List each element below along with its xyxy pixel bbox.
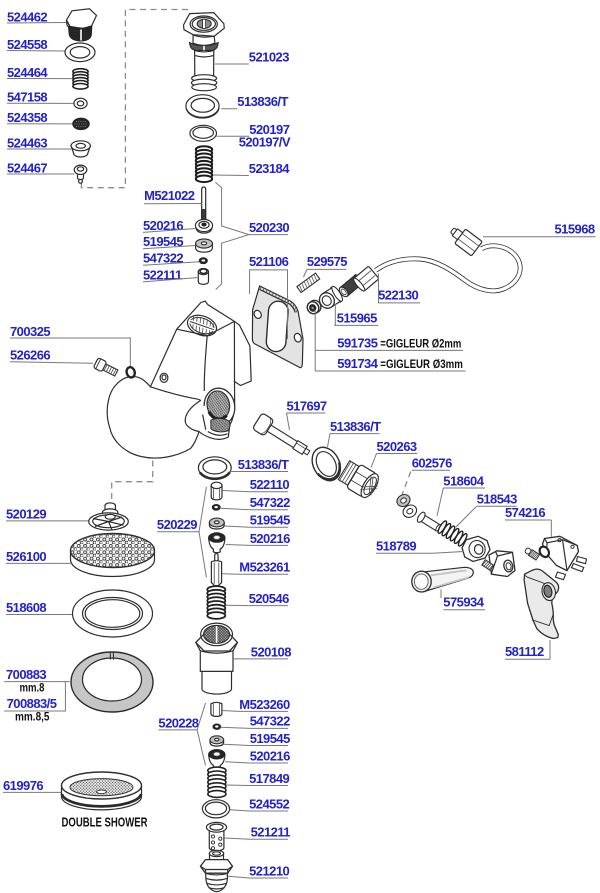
svg-text:517697: 517697 xyxy=(287,398,327,413)
svg-text:519545: 519545 xyxy=(250,731,290,746)
svg-text:519545: 519545 xyxy=(250,513,290,528)
svg-text:524467: 524467 xyxy=(7,160,47,175)
svg-text:547158: 547158 xyxy=(7,90,47,105)
svg-text:520197/V: 520197/V xyxy=(239,134,291,149)
svg-text:522110: 522110 xyxy=(250,477,290,492)
svg-text:520263: 520263 xyxy=(377,439,417,454)
svg-text:574216: 574216 xyxy=(505,505,545,520)
svg-text:520108: 520108 xyxy=(251,644,291,659)
svg-text:524462: 524462 xyxy=(7,9,47,24)
svg-text:521106: 521106 xyxy=(249,254,289,269)
svg-text:M523261: M523261 xyxy=(239,560,290,575)
svg-text:518604: 518604 xyxy=(443,473,484,488)
svg-text:518543: 518543 xyxy=(477,491,517,506)
svg-text:515968: 515968 xyxy=(555,221,595,236)
svg-text:591734: 591734 xyxy=(337,356,378,371)
svg-text:700883: 700883 xyxy=(6,667,46,682)
svg-text:520216: 520216 xyxy=(143,218,183,233)
svg-text:529575: 529575 xyxy=(307,254,347,269)
svg-text:520197: 520197 xyxy=(249,122,289,137)
svg-text:520129: 520129 xyxy=(6,506,46,521)
svg-text:DOUBLE SHOWER: DOUBLE SHOWER xyxy=(62,815,148,829)
svg-text:520230: 520230 xyxy=(249,220,289,235)
svg-text:523184: 523184 xyxy=(249,161,290,176)
svg-text:521023: 521023 xyxy=(249,49,289,64)
svg-text:520229: 520229 xyxy=(157,517,197,532)
svg-text:700883/5: 700883/5 xyxy=(7,696,57,711)
svg-text:602576: 602576 xyxy=(412,456,452,471)
svg-text:524358: 524358 xyxy=(7,110,47,125)
svg-text:526266: 526266 xyxy=(10,348,50,363)
svg-text:575934: 575934 xyxy=(443,595,484,610)
svg-text:547322: 547322 xyxy=(250,714,290,729)
svg-text:547322: 547322 xyxy=(250,495,290,510)
svg-text:515965: 515965 xyxy=(337,311,377,326)
svg-text:518608: 518608 xyxy=(6,600,46,615)
svg-text:524463: 524463 xyxy=(7,135,47,150)
svg-text:520216: 520216 xyxy=(250,531,290,546)
svg-text:513836/T: 513836/T xyxy=(237,94,288,109)
svg-text:522130: 522130 xyxy=(378,288,418,303)
svg-text:526100: 526100 xyxy=(6,549,46,564)
svg-text:619976: 619976 xyxy=(3,778,43,793)
svg-text:591735: 591735 xyxy=(337,335,377,350)
svg-text:520216: 520216 xyxy=(250,748,290,763)
svg-text:700325: 700325 xyxy=(10,324,50,339)
svg-text:mm.8: mm.8 xyxy=(20,680,45,694)
svg-text:517849: 517849 xyxy=(249,771,289,786)
svg-text:M521022: M521022 xyxy=(144,188,195,203)
svg-text:524552: 524552 xyxy=(249,796,289,811)
svg-text:521211: 521211 xyxy=(251,825,291,840)
svg-text:519545: 519545 xyxy=(143,234,183,249)
svg-text:521210: 521210 xyxy=(249,863,289,878)
svg-text:547322: 547322 xyxy=(143,251,183,266)
svg-text:=GIGLEUR Ø2mm: =GIGLEUR Ø2mm xyxy=(380,336,461,350)
svg-text:520228: 520228 xyxy=(158,715,198,730)
svg-text:524558: 524558 xyxy=(7,37,47,52)
svg-text:581112: 581112 xyxy=(505,644,544,659)
svg-text:mm.8,5: mm.8,5 xyxy=(15,710,50,724)
svg-text:518789: 518789 xyxy=(376,538,416,553)
svg-text:524464: 524464 xyxy=(7,65,48,80)
svg-text:522111: 522111 xyxy=(143,267,182,282)
svg-text:513836/T: 513836/T xyxy=(238,457,289,472)
svg-text:513836/T: 513836/T xyxy=(330,419,381,434)
svg-text:=GIGLEUR Ø3mm: =GIGLEUR Ø3mm xyxy=(380,357,463,371)
svg-text:M523260: M523260 xyxy=(239,697,290,712)
svg-text:520546: 520546 xyxy=(249,591,289,606)
